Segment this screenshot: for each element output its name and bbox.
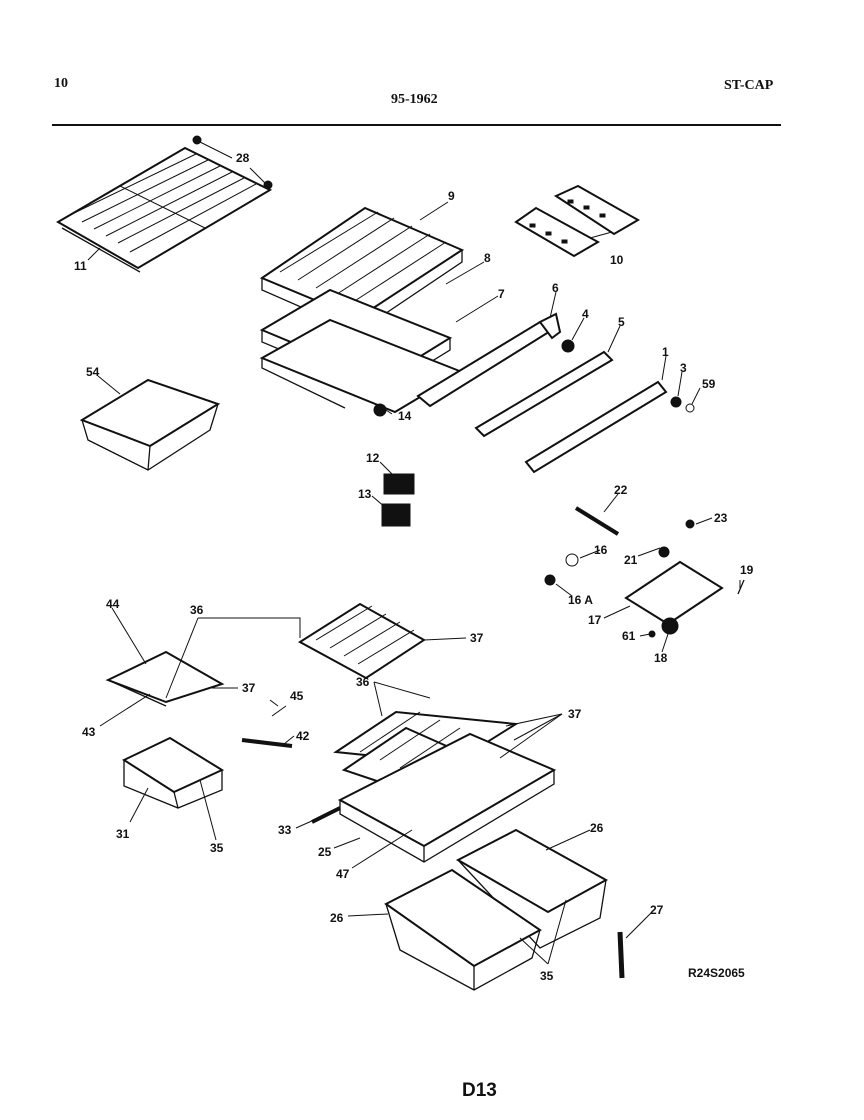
label-part-4: 4 [582,307,589,321]
header-rule [52,124,781,126]
pan-54 [79,378,221,471]
label-part-36b: 36 [356,675,370,689]
screw-45 [271,705,287,717]
label-part-23: 23 [714,511,728,525]
label-part-33: 33 [278,823,292,837]
label-part-43: 43 [82,725,96,739]
glass-shelf-9 [259,206,465,333]
shelf-44 [105,650,225,707]
label-part-1: 1 [662,345,669,359]
label-part-6: 6 [552,281,559,295]
tray-17 [624,546,724,626]
crisper-26-left [384,868,542,991]
label-part-61: 61 [622,629,636,643]
screw-59 [685,403,695,413]
wire-shelf-11 [56,146,273,273]
label-part-7: 7 [498,287,505,301]
page-number: 10 [54,76,68,91]
label-part-47: 47 [336,867,350,881]
bin-31 [121,736,225,809]
label-part-5: 5 [618,315,625,329]
label-part-27: 27 [650,903,664,917]
label-part-10: 10 [610,253,624,267]
label-part-44: 44 [106,597,120,611]
leader-lines [87,201,741,965]
label-part-37b: 37 [242,681,256,695]
label-part-36a: 36 [190,603,204,617]
label-part-14: 14 [398,409,412,423]
label-part-25: 25 [318,845,332,859]
rod-42 [241,738,293,748]
label-part-37a: 37 [470,631,484,645]
label-part-31: 31 [116,827,130,841]
rod-33 [311,806,341,824]
rod-22 [574,506,620,536]
rail-5 [474,350,614,438]
label-part-16a: 16 A [568,593,593,607]
clips-12-13 [381,473,415,527]
label-part-8: 8 [484,251,491,265]
label-part-59: 59 [702,377,716,391]
label-part-35a: 35 [210,841,224,855]
label-part-37c: 37 [568,707,582,721]
handle-27 [617,931,625,979]
label-part-21: 21 [624,553,638,567]
model-code: 95-1962 [391,92,438,107]
part-23 [685,519,695,529]
label-part-16: 16 [594,543,608,557]
label-part-19: 19 [740,563,754,577]
part-19 [737,579,745,595]
part-16 [565,553,579,567]
label-part-17: 17 [588,613,602,627]
drawing-reference: R24S2065 [688,966,745,980]
part-16a [544,574,556,586]
wire-shelf-36-37-upper [298,602,426,680]
label-part-26b: 26 [590,821,604,835]
washer-3 [670,396,682,408]
label-part-9: 9 [448,189,455,203]
knob-14 [373,403,387,417]
label-part-54: 54 [86,365,100,379]
label-part-35b: 35 [540,969,554,983]
part-18 [661,617,679,635]
knob-4 [561,339,575,353]
rail-1 [524,380,668,474]
label-part-42: 42 [296,729,310,743]
page-id: D13 [462,1080,497,1101]
label-part-45: 45 [290,689,304,703]
ice-trays-10 [514,184,641,258]
label-part-3: 3 [680,361,687,375]
label-part-13: 13 [358,487,372,501]
label-part-28: 28 [236,151,250,165]
label-part-22: 22 [614,483,628,497]
section-code: ST-CAP [724,78,774,93]
label-part-11: 11 [74,259,87,273]
label-part-26a: 26 [330,911,344,925]
label-part-18: 18 [654,651,668,665]
label-part-12: 12 [366,451,380,465]
shelf-pins-28 [192,135,273,190]
